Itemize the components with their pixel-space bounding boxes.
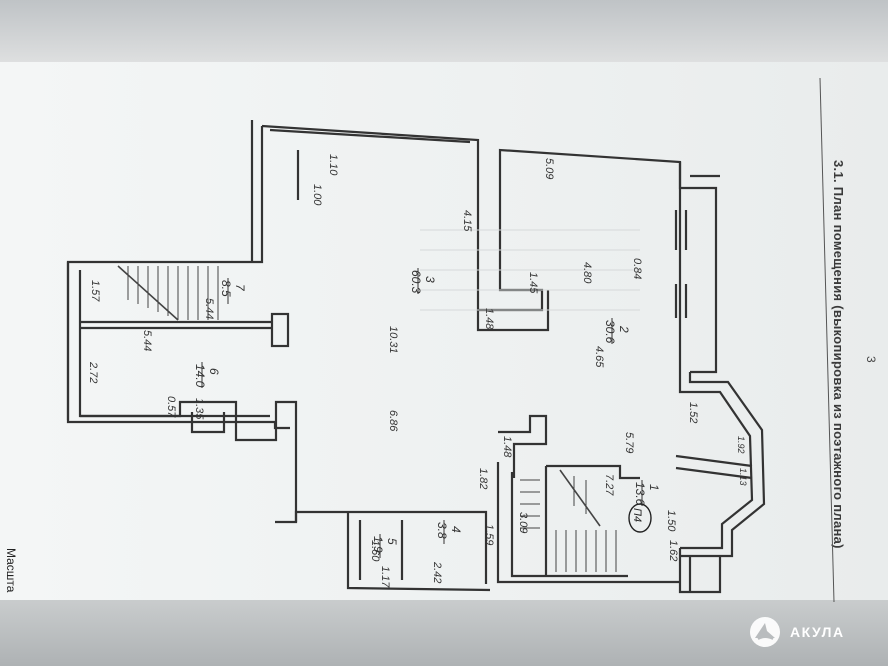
- room-2-area: 30.6: [603, 320, 617, 344]
- dim-label: 0.84: [631, 258, 643, 279]
- room-6-number: 6: [207, 368, 221, 375]
- wall-stair-top: [546, 464, 640, 480]
- dim-label: 1.35: [193, 398, 205, 420]
- room-5-number: 5: [385, 538, 399, 545]
- stamp-text: П4: [631, 508, 643, 522]
- stair-lines: [117, 265, 617, 572]
- outer-wall-left-inner: [78, 270, 270, 418]
- room-7-area: 8.5: [219, 280, 233, 297]
- wall-rooms-4-5: [346, 512, 491, 592]
- dim-label: 4.80: [581, 262, 593, 284]
- dim-label: 1.17: [379, 566, 391, 588]
- dim-label: 1.59: [483, 524, 495, 545]
- room-4-area: 3.8: [435, 522, 449, 539]
- handwritten-stamp: П4: [628, 503, 652, 533]
- room-1-number: 1: [647, 484, 661, 491]
- watermark-text: АКУЛА: [790, 624, 845, 640]
- fraction-bars: [201, 268, 643, 558]
- dim-label: 1.52: [687, 402, 699, 423]
- page-border-line: [819, 77, 835, 603]
- shark-logo-icon: [750, 617, 780, 647]
- room-6-area: 14.0: [193, 364, 207, 388]
- wall-niche: [190, 412, 226, 434]
- dim-label: 1.48: [501, 436, 513, 458]
- dim-label: 1.82: [477, 468, 489, 489]
- wall-bay: [678, 372, 754, 550]
- outer-wall-top-inner: [269, 128, 471, 144]
- room-labels: 1 13.6 2 30.6 3 60.3 4 3.8 5 1.9 6 14.0 …: [193, 270, 661, 553]
- faint-grid: [420, 229, 640, 311]
- wall-stair-outer: [496, 462, 680, 584]
- dim-label: 0.57: [165, 396, 177, 418]
- dim-label: 1.60: [369, 540, 381, 562]
- dim-label: 1.50: [665, 510, 677, 532]
- walls: [66, 120, 766, 594]
- dimension-labels: 5.09 0.84 4.80 1.45 1.48 4.65 4.15 1.10 …: [87, 154, 748, 588]
- dim-label: 3.09: [517, 512, 529, 533]
- room-2-number: 2: [617, 325, 631, 333]
- room-4-number: 4: [449, 526, 463, 533]
- dim-label: 1.45: [527, 272, 539, 294]
- outer-wall-left: [66, 126, 290, 430]
- room-3-area: 60.3: [409, 270, 423, 294]
- wall-room-6-bottom: [80, 400, 298, 524]
- room-3-number: 3: [423, 276, 437, 283]
- column-block: [270, 312, 290, 348]
- dim-label: 1.57: [89, 280, 101, 302]
- dim-label: 5.44: [203, 298, 215, 319]
- wall-bay-outer: [680, 372, 766, 558]
- dim-label: 7.27: [603, 474, 615, 496]
- dim-label: 4.15: [461, 210, 473, 232]
- dim-label: 4.65: [593, 346, 605, 368]
- wall-room-3-bottom: [294, 510, 488, 584]
- dim-label: 1.00: [311, 184, 323, 206]
- wall-room-1-top: [498, 414, 548, 478]
- wall-stair-inner: [510, 472, 628, 578]
- room-7-number: 7: [233, 284, 247, 292]
- room-5-area: 1.9: [371, 536, 385, 553]
- photo-background-top: [0, 0, 888, 70]
- photo-background-bottom: [0, 600, 888, 666]
- dim-label: 5.09: [543, 158, 555, 179]
- partition-bay-inner: [675, 466, 753, 480]
- dim-label: 1.62: [667, 540, 679, 561]
- dim-label: 5.79: [623, 432, 635, 453]
- room-1-area: 13.6: [633, 482, 647, 506]
- dim-label: 10.31: [387, 326, 399, 354]
- dim-label: 1.10: [327, 154, 339, 176]
- dim-label: 5.44: [141, 330, 153, 351]
- wall-entrance: [678, 548, 722, 594]
- watermark-logo: АКУЛА: [748, 612, 845, 652]
- dim-label: 1.92: [736, 436, 746, 454]
- dim-label: 6.86: [387, 410, 399, 432]
- dim-label: 2.42: [431, 561, 443, 583]
- wall-right: [678, 162, 718, 374]
- dim-label: 1.48: [483, 308, 495, 330]
- dim-label: 2.72: [87, 361, 99, 383]
- dim-label: 1.13: [738, 468, 748, 486]
- partition-bay: [675, 454, 753, 468]
